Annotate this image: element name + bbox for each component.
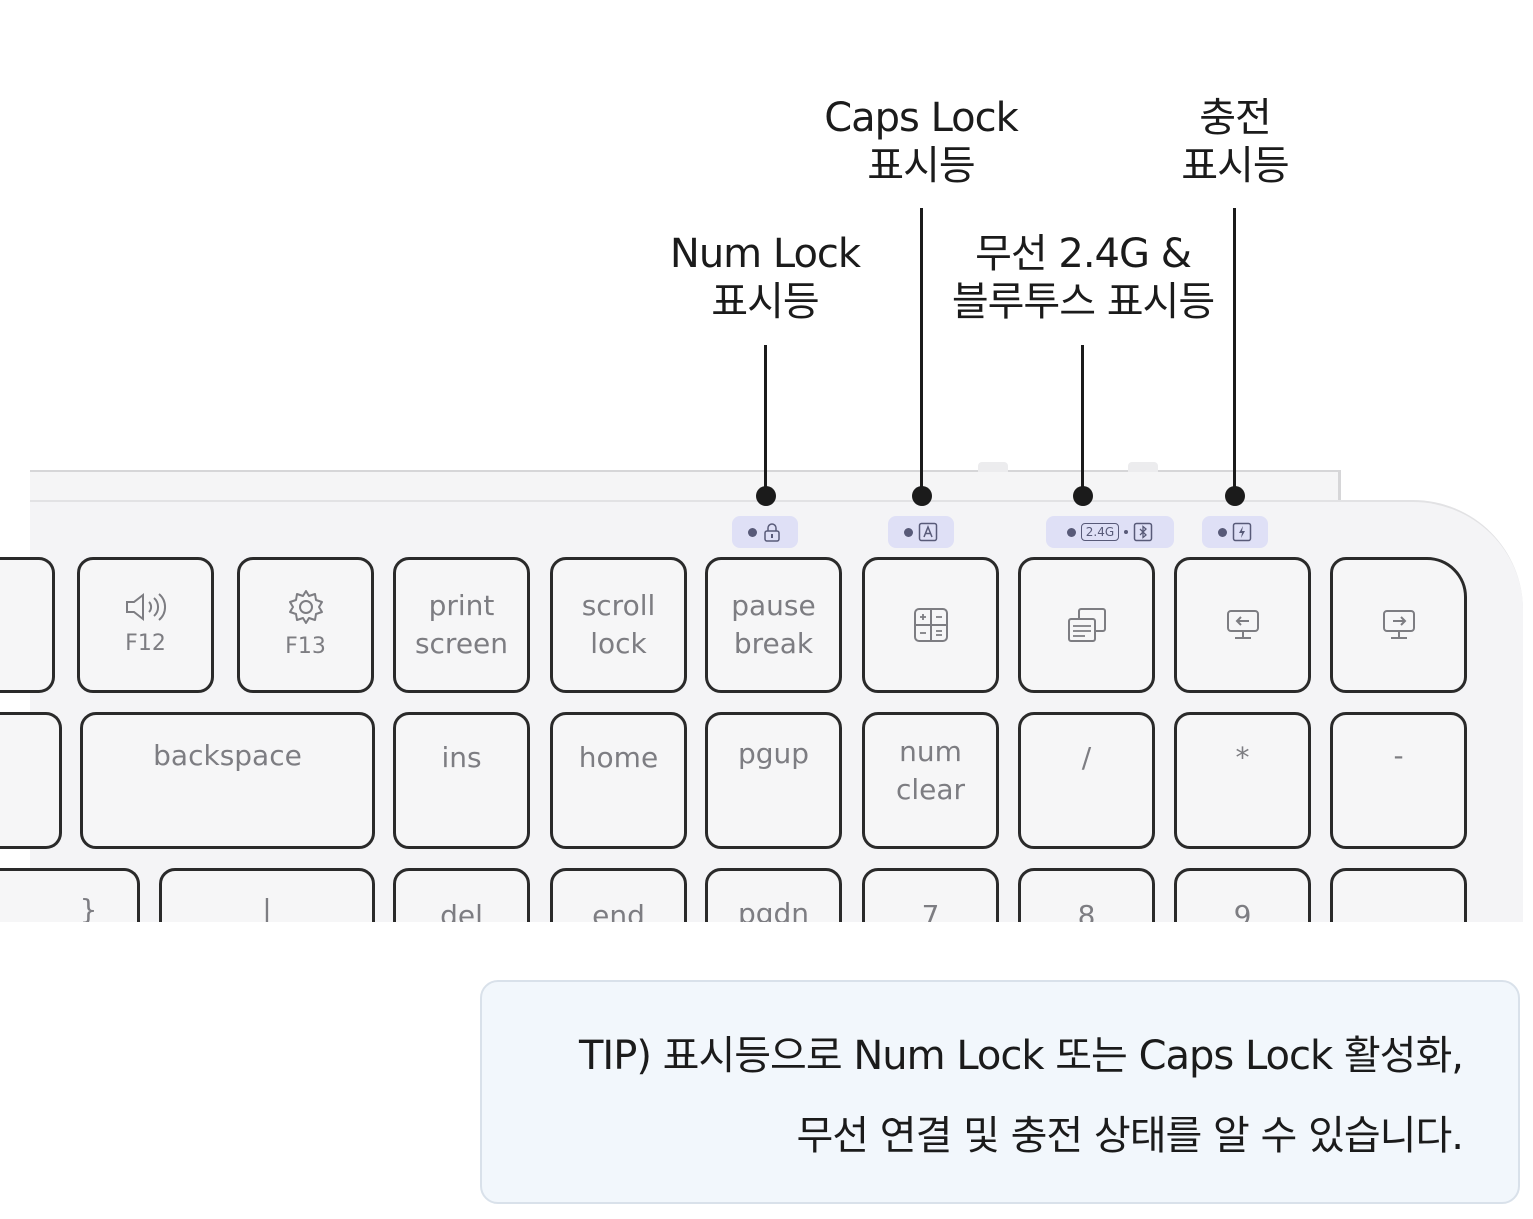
charging-leader-line [1233,208,1236,497]
charging-callout-line1: 충전 [1199,95,1272,141]
key-divide-label: / [1081,741,1092,774]
key-del[interactable]: del [393,868,530,922]
calculator-icon [913,608,948,642]
key-print-screen-line1: print [428,589,495,622]
wireless-leader-dot [1073,486,1093,506]
screen-arrow-left-icon [1226,610,1259,639]
key-end[interactable]: end [550,868,687,922]
wireless-leader-line [1081,345,1084,497]
key-home[interactable]: home [550,712,687,849]
key-del-label: del [440,899,483,922]
num-lock-callout: Num Lock 표시등 [655,230,875,326]
caps-lock-callout-line1: Caps Lock [824,95,1019,141]
key-numpad-8-label: 8 [1077,899,1096,922]
key-multiply[interactable]: * [1174,712,1311,849]
key-scroll-lock-line1: scroll [581,589,656,622]
key-numpad-9-label: 9 [1233,899,1252,922]
key-pgdn-label: pgdn [737,897,810,922]
keyboard-foot [1128,462,1158,472]
key-screen-right[interactable] [1330,557,1467,693]
keyboard-illustration: 2.4G F12 F13 print screen scroll lock pa… [0,462,1533,922]
tip-line-1: TIP) 표시등으로 Num Lock 또는 Caps Lock 활성화, [578,1033,1464,1079]
separator-dot [1124,530,1129,534]
key-ins[interactable]: ins [393,712,530,849]
key-home-label: home [578,741,659,774]
key-screen-left[interactable] [1174,557,1311,693]
num-lock-led-dot [748,527,757,537]
num-lock-leader-line [764,345,767,497]
wireless-callout-line2: 블루투스 표시등 [951,279,1215,325]
key-f12-volume-up[interactable]: F12 [77,557,214,693]
key-num-clear-line1: num [899,735,962,768]
key-numpad-plus[interactable] [1330,868,1467,922]
keyboard-foot [978,462,1008,472]
rf-2-4g-icon: 2.4G [1080,523,1120,541]
wireless-callout-line1: 무선 2.4G & [975,231,1192,277]
wireless-led-dot [1066,527,1076,537]
window-switch-icon [1067,608,1106,642]
key-numpad-9[interactable]: 9 [1174,868,1311,922]
key-close-brace[interactable]: } [0,868,140,922]
key-ins-label: ins [441,741,482,774]
num-lock-leader-dot [756,486,776,506]
charging-indicator [1202,516,1268,548]
key-pgup-label: pgup [737,737,810,770]
key-partial-left[interactable] [0,557,55,693]
key-subtract-label: - [1393,739,1404,772]
key-numpad-7[interactable]: 7 [862,868,999,922]
caps-lock-led-dot [904,527,913,537]
key-pipe-label: | [262,893,272,922]
charging-led-dot [1218,527,1227,537]
charging-callout: 충전 표시등 [1155,94,1315,190]
key-numpad-8[interactable]: 8 [1018,868,1155,922]
lock-icon [764,523,780,542]
key-f13-label: F13 [285,634,326,659]
caps-lock-callout: Caps Lock 표시등 [801,94,1041,190]
charging-leader-dot [1225,486,1245,506]
key-pipe[interactable]: | [159,868,375,922]
caps-lock-indicator [888,516,954,548]
num-lock-callout-line1: Num Lock [669,231,861,277]
charging-callout-line2: 표시등 [1181,143,1289,189]
key-pause-break[interactable]: pause break [705,557,842,693]
key-numpad-7-label: 7 [921,899,940,922]
wireless-callout: 무선 2.4G & 블루투스 표시등 [938,230,1228,326]
key-subtract[interactable]: - [1330,712,1467,849]
key-calculator[interactable] [862,557,999,693]
key-pgdn[interactable]: pgdn [705,868,842,922]
key-print-screen[interactable]: print screen [393,557,530,693]
tip-line-2: 무선 연결 및 충전 상태를 알 수 있습니다. [796,1113,1464,1159]
key-partial-left-row2[interactable] [0,712,62,849]
key-close-brace-label: } [79,893,98,922]
key-end-label: end [592,899,645,922]
bluetooth-icon [1133,522,1153,542]
key-pgup[interactable]: pgup [705,712,842,849]
key-backspace[interactable]: backspace [80,712,375,849]
battery-charge-icon [1232,522,1252,542]
gear-icon [288,590,323,624]
caps-lock-callout-line2: 표시등 [867,143,975,189]
key-backspace-label: backspace [153,739,302,772]
caps-lock-leader-line [920,208,923,497]
key-f13-settings[interactable]: F13 [237,557,374,693]
key-num-clear-line2: clear [895,773,966,806]
num-lock-callout-line2: 표시등 [711,279,819,325]
key-multi-window[interactable] [1018,557,1155,693]
key-print-screen-line2: screen [414,627,509,660]
screen-arrow-right-icon [1382,610,1415,639]
key-divide[interactable]: / [1018,712,1155,849]
caps-lock-leader-dot [912,486,932,506]
key-f12-label: F12 [125,631,166,656]
key-num-clear[interactable]: num clear [862,712,999,849]
key-scroll-lock-line2: lock [590,627,647,660]
num-lock-indicator [732,516,798,548]
key-pause-break-line1: pause [731,589,816,622]
key-scroll-lock[interactable]: scroll lock [550,557,687,693]
caps-letter-icon [918,522,938,542]
key-multiply-label: * [1235,741,1250,774]
key-pause-break-line2: break [733,627,814,660]
wireless-indicator: 2.4G [1046,516,1174,548]
tip-box: TIP) 표시등으로 Num Lock 또는 Caps Lock 활성화, 무선… [480,980,1520,1204]
volume-up-icon [125,592,166,622]
